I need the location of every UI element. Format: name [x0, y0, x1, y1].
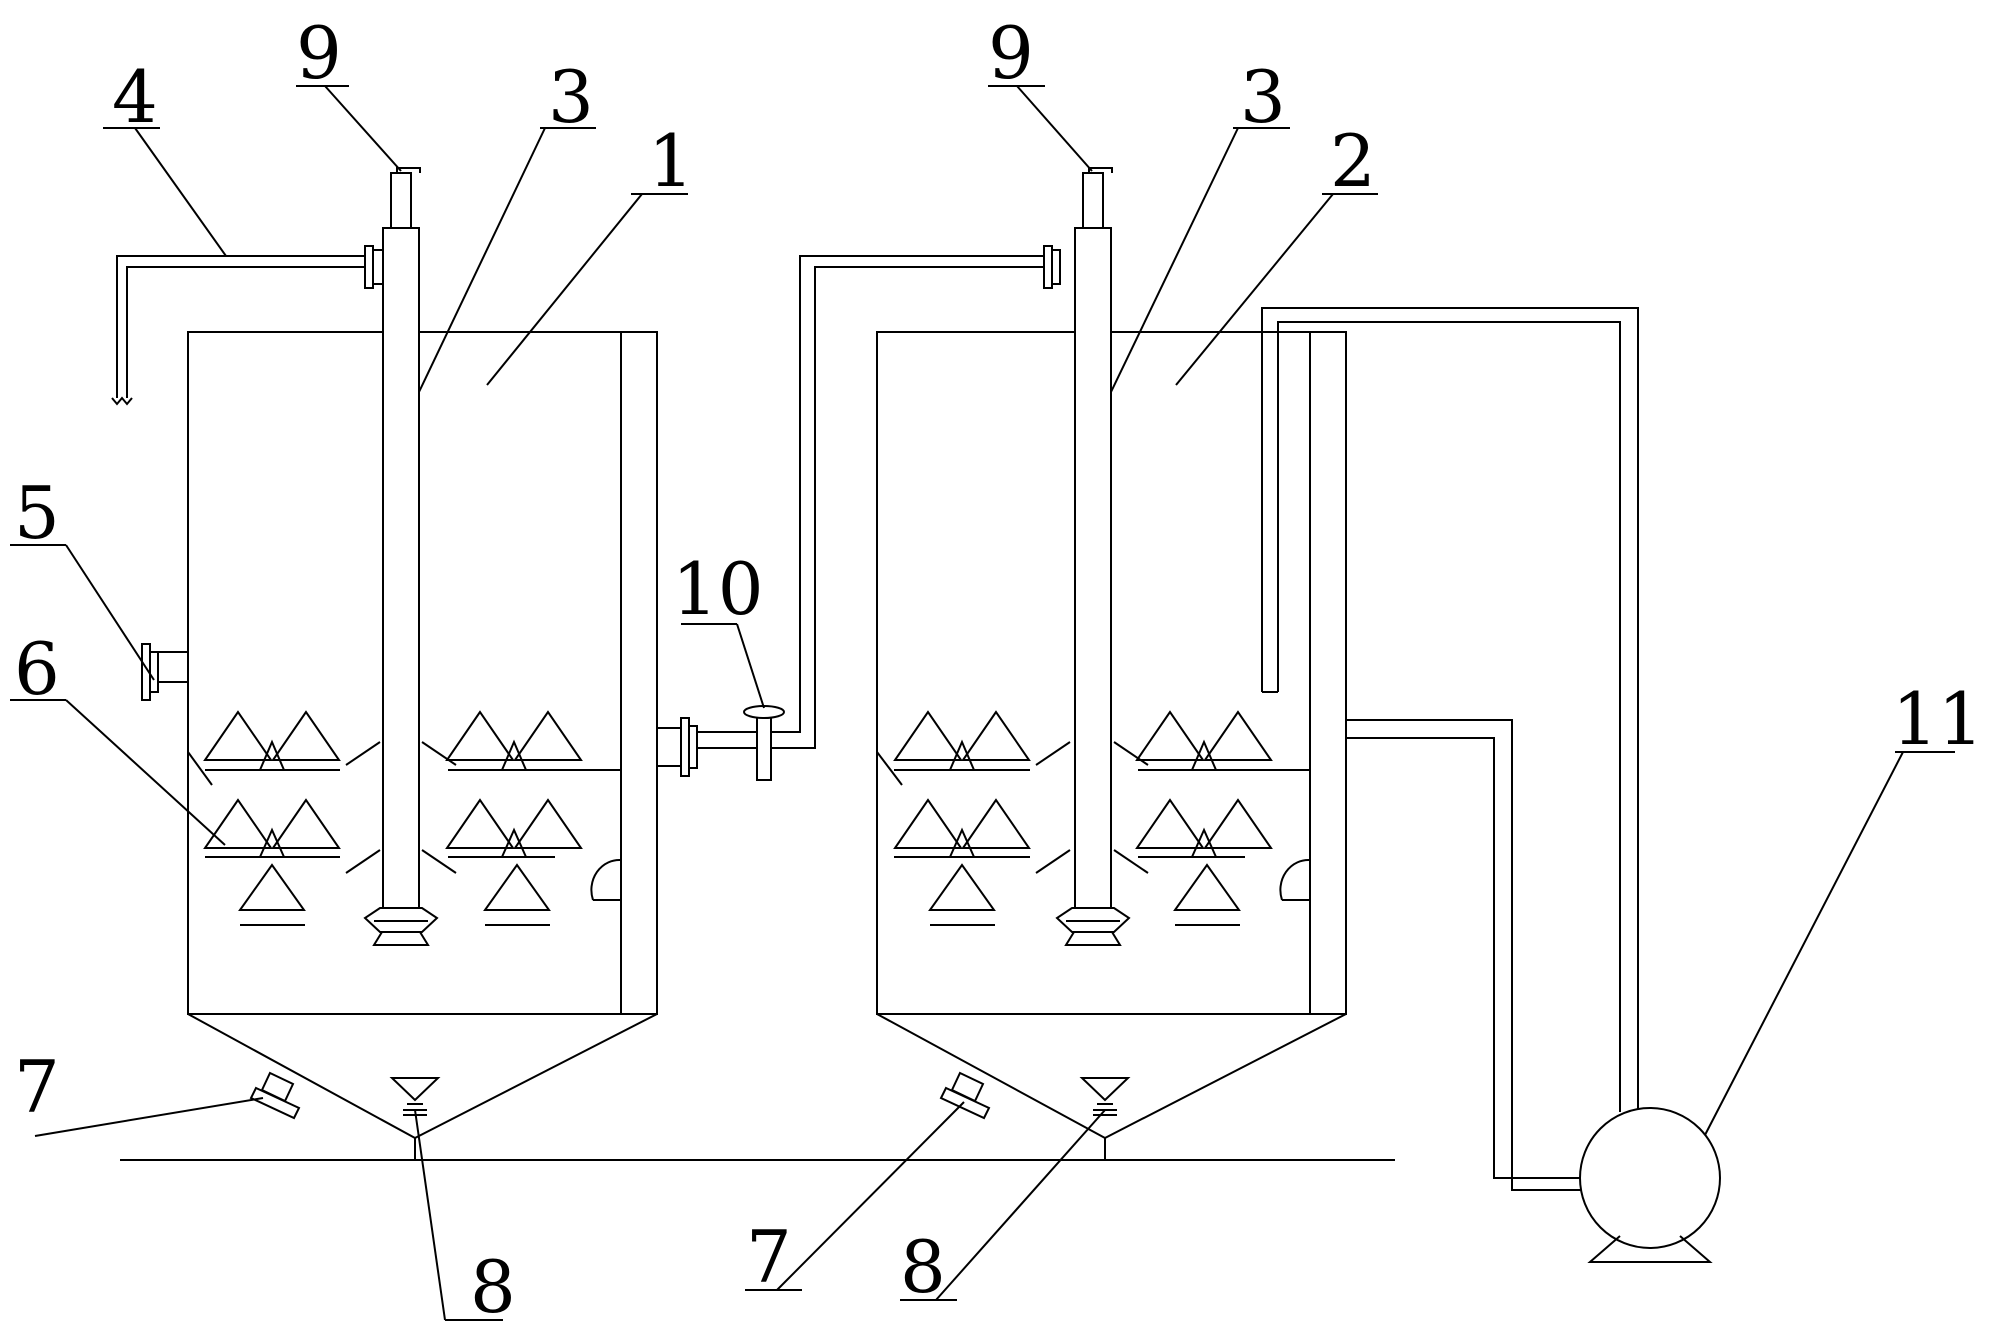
packing-tank-2: [876, 710, 1311, 926]
label-packing: 6: [14, 627, 60, 711]
connecting-pipe: [656, 245, 1061, 781]
agitator-shaft-2: [1055, 167, 1131, 946]
packing-tank-1: [187, 710, 622, 926]
label-connecting-valve: 10: [672, 547, 764, 631]
label-bottom-valve-left: 8: [470, 1245, 516, 1327]
label-inlet-pipe: 4: [112, 55, 158, 139]
label-pump: 11: [1892, 677, 1984, 761]
label-tank-2: 2: [1330, 119, 1376, 203]
inlet-pipe-4: [111, 245, 384, 406]
agitator-shaft-1: [363, 167, 439, 946]
label-tank-1: 1: [648, 119, 694, 203]
label-bottom-valve-right: 8: [900, 1225, 946, 1309]
label-drain-flange-left: 7: [14, 1045, 60, 1129]
label-motor-right: 9: [988, 11, 1034, 95]
label-shaft-right: 3: [1240, 55, 1286, 139]
bottom-valve-tank-2: [1079, 1077, 1131, 1116]
drain-flange-tank-1: [249, 1071, 301, 1120]
leader-lines: [10, 85, 1955, 1321]
pump-11: [1579, 1107, 1721, 1263]
recirculation-pipes: [1261, 307, 1639, 1191]
label-shaft-left: 3: [548, 55, 594, 139]
label-drain-flange-right: 7: [746, 1215, 792, 1299]
side-port-5: [141, 643, 189, 701]
label-side-port: 5: [14, 471, 60, 555]
drain-flange-tank-2: [939, 1071, 991, 1120]
label-motor-left: 9: [296, 11, 342, 95]
tank-1: [187, 331, 658, 1160]
bottom-valve-tank-1: [389, 1077, 441, 1116]
